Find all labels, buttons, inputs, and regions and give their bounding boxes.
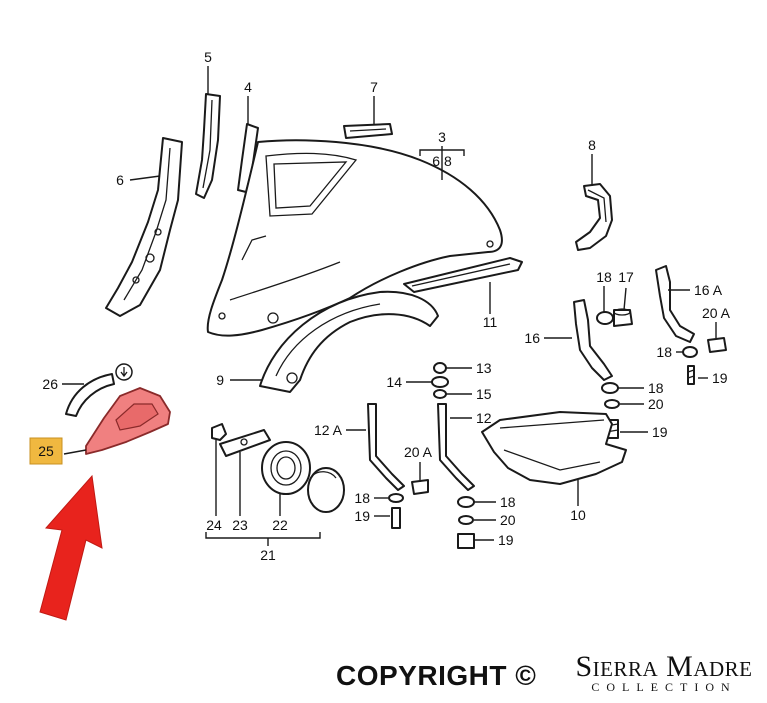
- part-18-washer-b: [682, 346, 698, 358]
- label-12a: 12 A: [314, 422, 343, 438]
- label-14: 14: [386, 374, 402, 390]
- label-25-highlight: 25: [29, 437, 63, 465]
- part-11-sill-strip: [403, 257, 523, 293]
- label-6: 6: [116, 172, 124, 188]
- label-18-c: 18: [648, 380, 664, 396]
- label-18-d: 18: [354, 490, 370, 506]
- part-7-trim: [343, 123, 393, 139]
- label-18-b: 18: [656, 344, 672, 360]
- label-8: 8: [588, 137, 596, 153]
- label-20-a: 20: [648, 396, 664, 412]
- part-18-washer: [596, 311, 614, 325]
- label-25: 25: [38, 443, 54, 459]
- part-26-seal: [65, 373, 115, 417]
- label-4: 4: [244, 79, 252, 95]
- label-24: 24: [206, 517, 222, 533]
- label-20a-mid: 20 A: [404, 444, 433, 460]
- label-17: 17: [618, 269, 634, 285]
- label-23: 23: [232, 517, 248, 533]
- hardware-stack-13-14-15: [431, 362, 449, 399]
- part-22-gasket: [261, 441, 311, 495]
- part-9-wheel-arch: [259, 290, 439, 393]
- part-labels: 5 4 7 3 6 8 8 6 18 17 16 A 20 A 18 19 11…: [42, 49, 730, 563]
- part-16-bracket: [573, 299, 613, 381]
- part-16a-bracket: [655, 265, 695, 343]
- brand-name: Sierra Madre: [575, 650, 753, 683]
- part-20a-clip-top: [707, 337, 727, 353]
- red-arrow-indicator: [39, 474, 103, 621]
- label-7: 7: [370, 79, 378, 95]
- info-circle-icon: [115, 363, 133, 381]
- part-10-rear-panel: [481, 411, 627, 485]
- label-18-a: 18: [596, 269, 612, 285]
- brand-subtitle: COLLECTION: [591, 680, 737, 694]
- label-9: 9: [216, 372, 224, 388]
- part-19-screw-a: [687, 365, 695, 385]
- label-19-c: 19: [354, 508, 370, 524]
- part-5-strip: [195, 93, 221, 199]
- label-19-b: 19: [652, 424, 668, 440]
- label-6-8: 6 8: [432, 153, 452, 169]
- label-22: 22: [272, 517, 288, 533]
- label-11: 11: [483, 314, 498, 330]
- label-18-e: 18: [500, 494, 516, 510]
- part-12-rod: [437, 403, 475, 491]
- hardware-stack-18-20-19-mid: [457, 496, 475, 549]
- hardware-stack-18-19-left: [388, 493, 404, 529]
- label-15: 15: [476, 386, 492, 402]
- leader-lines: [62, 66, 717, 541]
- label-19-a: 19: [712, 370, 728, 386]
- part-25-fuel-filler-housing-highlighted: [85, 387, 171, 455]
- label-20-b: 20: [500, 512, 516, 528]
- part-24-bolt: [211, 423, 227, 441]
- label-21: 21: [260, 547, 276, 563]
- label-19-d: 19: [498, 532, 514, 548]
- fuel-cap: [307, 467, 345, 513]
- label-16: 16: [524, 330, 540, 346]
- part-12a-rod: [367, 403, 405, 491]
- part-8-bracket: [575, 183, 613, 251]
- copyright-notice: COPYRIGHT ©: [336, 660, 537, 691]
- group-21-bracket: [205, 532, 321, 546]
- part-3-quarter-panel: [206, 139, 503, 337]
- brand-logo: Sierra Madre COLLECTION: [566, 650, 762, 695]
- label-13: 13: [476, 360, 492, 376]
- label-3: 3: [438, 129, 446, 145]
- label-5: 5: [204, 49, 212, 65]
- label-12: 12: [476, 410, 492, 426]
- label-20a-top: 20 A: [702, 305, 731, 321]
- part-23-plate: [219, 429, 271, 457]
- part-20a-clip-mid: [411, 479, 429, 495]
- label-10: 10: [570, 507, 586, 523]
- label-26: 26: [42, 376, 58, 392]
- part-6-inner-pillar: [105, 137, 183, 317]
- part-17-rubber-bushing: [613, 308, 633, 327]
- label-16a: 16 A: [694, 282, 723, 298]
